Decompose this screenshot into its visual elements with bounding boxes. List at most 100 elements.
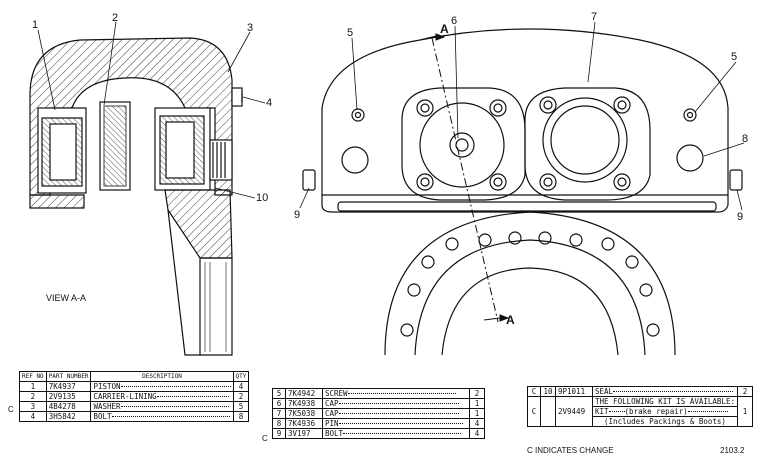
- section-mark-top: A: [440, 22, 449, 36]
- part-number-cell: 2V9449: [555, 396, 593, 427]
- table-row: 4 3H5842 BOLT 8: [19, 411, 250, 422]
- ref-cell: 8: [272, 418, 286, 429]
- description-cell: CARRIER-LINING: [90, 391, 234, 402]
- parts-table-right: C 10 9P1011 SEAL 2 C 2V9449 THE FOLLOWIN…: [527, 386, 753, 427]
- callout-5-left: 5: [347, 27, 353, 39]
- kit-heading: THE FOLLOWING KIT IS AVAILABLE:: [592, 396, 738, 407]
- qty-cell: 2: [737, 386, 753, 397]
- description-cell: KIT (brake repair): [592, 406, 738, 417]
- qty-cell: 1: [737, 396, 753, 427]
- part-number-cell: 4B4278: [45, 401, 92, 412]
- description-text: BOLT: [325, 429, 344, 438]
- right-leader-lines: [299, 21, 745, 211]
- table-row: 8 7K4936 PIN 4: [272, 418, 485, 429]
- qty-cell: 5: [232, 401, 250, 412]
- description-text: KIT: [595, 407, 609, 416]
- section-mark-bottom: A: [506, 313, 515, 327]
- ref-cell: 3: [19, 401, 47, 412]
- view-label: VIEW A-A: [46, 293, 86, 303]
- description-cell: BOLT: [322, 428, 470, 439]
- parts-table-left: REF NO PART NUMBER DESCRIPTION QTY 1 7K4…: [19, 371, 250, 422]
- description-text: CARRIER-LINING: [93, 392, 157, 401]
- table-row: 6 7K4938 CAP 1: [272, 398, 485, 409]
- change-legend: C INDICATES CHANGE: [527, 446, 614, 455]
- part-number-cell: 7K4936: [285, 418, 323, 429]
- qty-cell: 1: [469, 398, 485, 409]
- table-row: 9 3V197 BOLT 4: [272, 428, 485, 439]
- description-cell: WASHER: [90, 401, 234, 412]
- callout-8: 8: [742, 133, 748, 145]
- table-row: 3 4B4278 WASHER 5: [19, 401, 250, 412]
- table-row: 2 2V9135 CARRIER-LINING 2: [19, 391, 250, 402]
- description-cell: SEAL: [592, 386, 738, 397]
- callout-3: 3: [247, 22, 253, 34]
- table-row: C 2V9449 THE FOLLOWING KIT IS AVAILABLE:…: [527, 396, 753, 427]
- part-number-cell: 3V197: [285, 428, 323, 439]
- change-mark: C: [8, 405, 14, 414]
- ref-cell: 6: [272, 398, 286, 409]
- table-row: 1 7K4937 PISTON 4: [19, 381, 250, 392]
- description-text: CAP: [325, 409, 339, 418]
- left-leader-lines: [37, 21, 266, 199]
- callout-9-right: 9: [737, 211, 743, 223]
- change-mark: C: [262, 434, 268, 443]
- parts-table-middle: 5 7K4942 SCREW 2 6 7K4938 CAP 1 7 7K5038…: [272, 388, 485, 439]
- ref-cell: 4: [19, 411, 47, 422]
- description-text: WASHER: [93, 402, 121, 411]
- part-number-cell: 7K4942: [285, 388, 323, 399]
- part-number-cell: 7K5038: [285, 408, 323, 419]
- qty-cell: 2: [469, 388, 485, 399]
- kit-note: (Includes Packings & Boots): [592, 416, 738, 427]
- section-line-a-a: [419, 33, 510, 323]
- qty-cell: 2: [232, 391, 250, 402]
- callout-2: 2: [112, 12, 118, 24]
- description-text-2: (brake repair): [624, 407, 688, 416]
- description-cell: PIN: [322, 418, 470, 429]
- ref-cell: 10: [540, 386, 556, 397]
- change-cell: C: [527, 386, 541, 397]
- part-number-cell: 3H5842: [45, 411, 92, 422]
- part-number-cell: 9P1011: [555, 386, 593, 397]
- description-cell: BOLT: [90, 411, 234, 422]
- description-text: SEAL: [595, 387, 614, 396]
- ref-cell: 1: [19, 381, 47, 392]
- section-view-a-a: [29, 37, 243, 356]
- callout-7: 7: [591, 11, 597, 23]
- callout-5-right: 5: [731, 51, 737, 63]
- header-part: PART NUMBER: [45, 371, 92, 382]
- description-text: BOLT: [93, 412, 112, 421]
- caliper-front-view: [302, 28, 743, 356]
- change-cell: C: [527, 396, 541, 427]
- callout-4: 4: [266, 97, 272, 109]
- brake-assembly-drawing: 1 2 3 4 10 VIEW A-A: [29, 11, 748, 356]
- ref-cell: 9: [272, 428, 286, 439]
- header-qty: QTY: [232, 371, 250, 382]
- part-number-cell: 7K4937: [45, 381, 92, 392]
- callout-6: 6: [451, 15, 457, 27]
- description-text: PISTON: [93, 382, 121, 391]
- description-text: SCREW: [325, 389, 348, 398]
- description-cell: PISTON: [90, 381, 234, 392]
- callout-1: 1: [32, 19, 38, 31]
- qty-cell: 8: [232, 411, 250, 422]
- qty-cell: 4: [232, 381, 250, 392]
- header-ref: REF NO: [19, 371, 47, 382]
- qty-cell: 4: [469, 418, 485, 429]
- part-number-cell: 7K4938: [285, 398, 323, 409]
- part-number-cell: 2V9135: [45, 391, 92, 402]
- table-row: (Includes Packings & Boots): [528, 416, 753, 427]
- ref-cell: 7: [272, 408, 286, 419]
- table-row: 7 7K5038 CAP 1: [272, 408, 485, 419]
- header-description: DESCRIPTION: [90, 371, 234, 382]
- description-cell: CAP: [322, 408, 470, 419]
- callout-9-left: 9: [294, 209, 300, 221]
- qty-cell: 1: [469, 408, 485, 419]
- table-row: C 10 9P1011 SEAL 2: [527, 386, 753, 397]
- description-text: CAP: [325, 399, 339, 408]
- ref-cell: 5: [272, 388, 286, 399]
- ref-cell: [540, 396, 556, 427]
- description-cell: SCREW: [322, 388, 470, 399]
- callout-10: 10: [256, 192, 268, 204]
- qty-cell: 4: [469, 428, 485, 439]
